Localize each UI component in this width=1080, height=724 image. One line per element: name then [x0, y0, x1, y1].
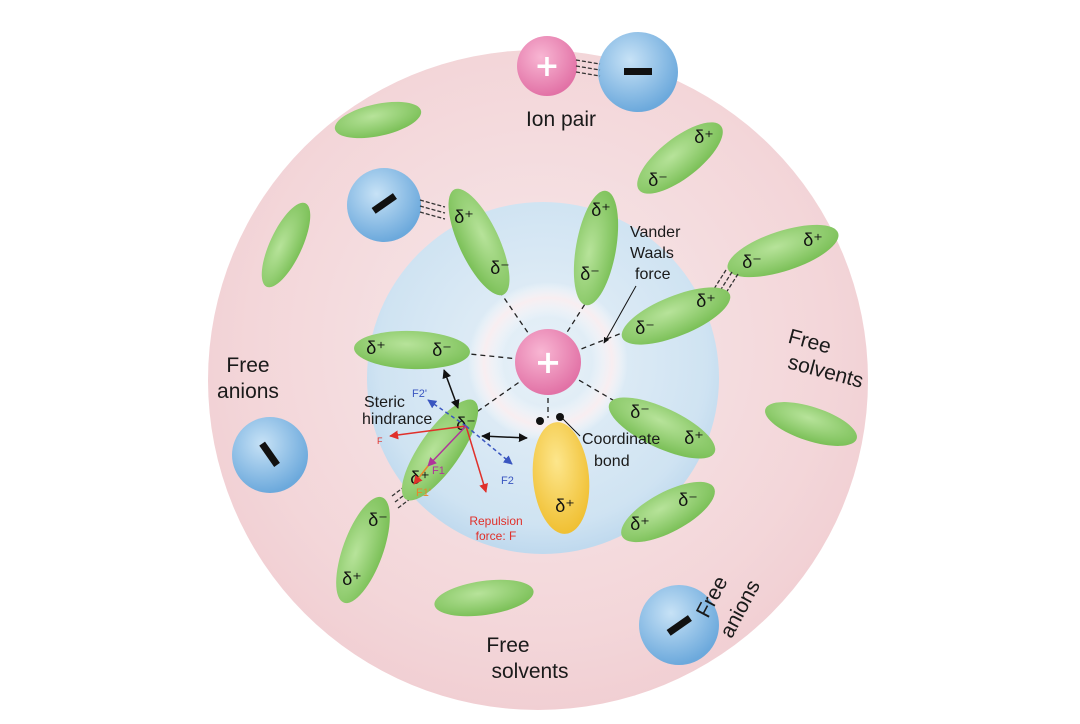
central-cation: + [515, 329, 581, 395]
vdw-label-2: Waals [630, 245, 674, 262]
coord-solvent-top: δ⁺ δ⁻ [573, 190, 619, 306]
coord-solvent-upper-left: δ⁺ δ⁻ [448, 188, 510, 296]
solvent-top-right: δ⁺ δ⁻ [637, 122, 723, 194]
steric-hindrance-label-1: Steric [364, 394, 405, 411]
ion-pair-cation [517, 36, 577, 96]
svg-text:δ⁺: δ⁺ [366, 338, 386, 358]
svg-text:δ⁺: δ⁺ [342, 569, 362, 589]
coordination-dot-1 [536, 417, 544, 425]
free-solvents-bottom-label-1: Free [486, 634, 529, 657]
svg-text:δ⁻: δ⁻ [742, 252, 762, 272]
coordinate-bond-pointer [561, 417, 581, 437]
force-f1: F1 [432, 465, 445, 477]
force-f: F [377, 436, 383, 446]
svg-text:δ⁺: δ⁺ [555, 496, 575, 516]
free-anion-left [232, 417, 308, 493]
svg-text:δ⁻: δ⁻ [456, 414, 476, 434]
cation-plus-sign: + [534, 49, 559, 84]
free-solvent-molecules [261, 101, 857, 617]
svg-text:δ⁻: δ⁻ [368, 510, 388, 530]
svg-text:δ⁺: δ⁺ [694, 127, 714, 147]
ion-pair: + Ion pair [517, 32, 678, 131]
force-f2: F2 [501, 475, 514, 487]
force-f2-prime: F2' [412, 388, 427, 400]
steric-hindrance-label-2: hindrance [362, 411, 432, 428]
coordinate-bond-label-2: bond [594, 453, 630, 470]
svg-text:δ⁺: δ⁺ [803, 230, 823, 250]
anion-minus-sign [624, 68, 652, 75]
svg-text:δ⁺: δ⁺ [410, 468, 430, 488]
svg-text:δ⁺: δ⁺ [630, 514, 650, 534]
anion-upper-left [347, 168, 446, 242]
repulsion-force-label-1: Repulsion [469, 514, 522, 528]
free-anions-left-label-2: anions [217, 380, 279, 403]
coordinating-anion: δ⁺ [532, 413, 590, 534]
coord-solvent-lower-right: δ⁻ δ⁺ [608, 397, 716, 459]
steric-arrows [389, 369, 528, 493]
coordinate-bond-label-1: Coordinate [582, 431, 660, 448]
free-anions-left-label-1: Free [226, 354, 269, 377]
svg-text:δ⁺: δ⁺ [454, 207, 474, 227]
svg-text:δ⁻: δ⁻ [490, 258, 510, 278]
coord-solvent-right: δ⁺ δ⁻ [621, 287, 731, 345]
svg-text:δ⁻: δ⁻ [678, 490, 698, 510]
vdw-pointer [603, 285, 637, 344]
free-anion-bottom [639, 585, 719, 665]
coordination-dot-2 [556, 413, 564, 421]
svg-text:δ⁺: δ⁺ [696, 291, 716, 311]
force-f1-prime: F1' [416, 487, 431, 499]
coord-solvent-left: δ⁺ δ⁻ [354, 330, 470, 370]
solvent-bottom-right: δ⁻ δ⁺ [621, 481, 715, 543]
svg-text:δ⁻: δ⁻ [635, 318, 655, 338]
repulsion-force-label-2: force: F [476, 529, 517, 543]
svg-text:δ⁻: δ⁻ [432, 340, 452, 360]
svg-text:δ⁻: δ⁻ [580, 264, 600, 284]
free-solvents-bottom-label-2: solvents [491, 660, 568, 683]
vdw-label-3: force [635, 266, 671, 283]
svg-text:δ⁺: δ⁺ [591, 200, 611, 220]
svg-text:δ⁻: δ⁻ [630, 402, 650, 422]
solvent-bottom-left: δ⁻ δ⁺ [336, 483, 415, 604]
ion-pair-label: Ion pair [526, 108, 596, 131]
svg-text:δ⁻: δ⁻ [648, 170, 668, 190]
svg-text:δ⁺: δ⁺ [684, 428, 704, 448]
svg-text:+: + [535, 343, 562, 381]
vdw-label-1: Vander [630, 224, 681, 241]
